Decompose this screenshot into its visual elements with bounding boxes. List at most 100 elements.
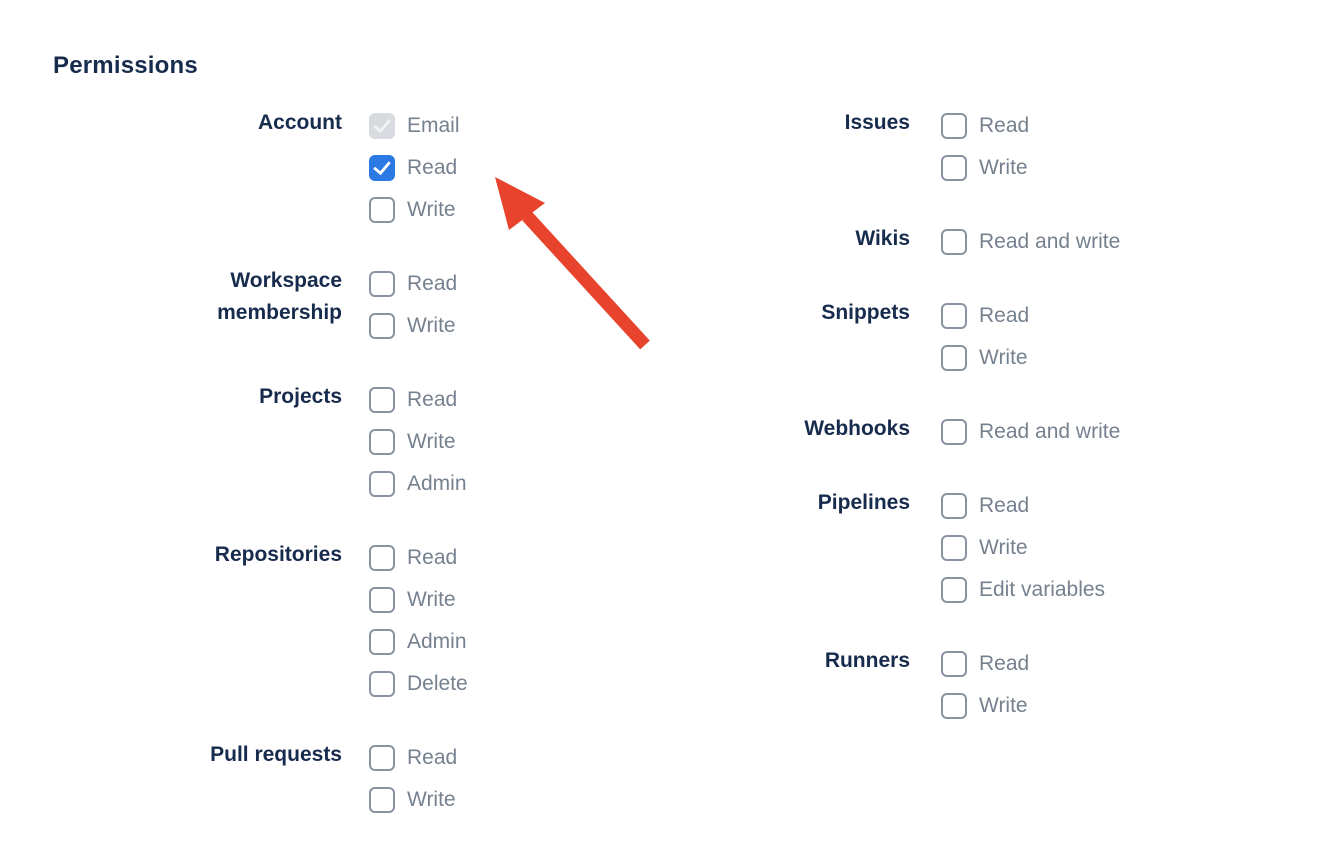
group-label-wikis: Wikis: [855, 227, 910, 250]
option-repositories-write[interactable]: Write: [369, 579, 468, 621]
group-label-pull-requests: Pull requests: [210, 743, 342, 766]
permission-group-pull-requests: Pull requests Read Write: [53, 737, 653, 821]
option-account-email: Email: [369, 105, 460, 147]
option-pipelines-write[interactable]: Write: [941, 527, 1105, 569]
checkbox-pipelines-read[interactable]: [941, 493, 967, 519]
option-label-repositories-delete: Delete: [407, 672, 468, 695]
option-label-webhooks-read-and-write: Read and write: [979, 420, 1121, 443]
checkbox-workspace-membership-read[interactable]: [369, 271, 395, 297]
checkbox-projects-write[interactable]: [369, 429, 395, 455]
option-workspace-membership-read[interactable]: Read: [369, 263, 457, 305]
group-label-issues: Issues: [844, 111, 910, 134]
permission-options: Read Write: [369, 737, 457, 821]
checkbox-wikis-read-and-write[interactable]: [941, 229, 967, 255]
option-account-write[interactable]: Write: [369, 189, 460, 231]
checkbox-issues-write[interactable]: [941, 155, 967, 181]
option-label-repositories-write: Write: [407, 588, 456, 611]
option-issues-read[interactable]: Read: [941, 105, 1029, 147]
option-label-workspace-membership-read: Read: [407, 272, 458, 295]
checkbox-pull-requests-read[interactable]: [369, 745, 395, 771]
permission-options: Read and write: [941, 221, 1120, 263]
option-label-projects-write: Write: [407, 430, 456, 453]
permissions-column-left: Account Email Read Write Workspace membe…: [53, 105, 653, 844]
group-label-repositories: Repositories: [214, 543, 342, 566]
group-label-snippets: Snippets: [821, 301, 910, 324]
option-label-runners-write: Write: [979, 694, 1028, 717]
option-label-projects-admin: Admin: [407, 472, 467, 495]
group-label-account: Account: [258, 111, 342, 134]
permission-options: Read and write: [941, 411, 1120, 453]
option-repositories-admin[interactable]: Admin: [369, 621, 468, 663]
option-snippets-write[interactable]: Write: [941, 337, 1029, 379]
permission-options: Email Read Write: [369, 105, 460, 231]
option-pull-requests-read[interactable]: Read: [369, 737, 457, 779]
checkbox-pipelines-edit-variables[interactable]: [941, 577, 967, 603]
permission-group-webhooks: Webhooks Read and write: [640, 411, 1200, 453]
checkbox-snippets-read[interactable]: [941, 303, 967, 329]
option-projects-write[interactable]: Write: [369, 421, 467, 463]
option-runners-read[interactable]: Read: [941, 643, 1029, 685]
option-account-read[interactable]: Read: [369, 147, 460, 189]
checkbox-snippets-write[interactable]: [941, 345, 967, 371]
option-label-snippets-write: Write: [979, 346, 1028, 369]
option-workspace-membership-write[interactable]: Write: [369, 305, 457, 347]
group-label-runners: Runners: [824, 649, 910, 672]
option-label-issues-read: Read: [979, 114, 1030, 137]
permission-options: Read Write Admin Delete: [369, 537, 468, 705]
option-webhooks-read-and-write[interactable]: Read and write: [941, 411, 1120, 453]
option-label-account-write: Write: [407, 198, 456, 221]
group-label-projects: Projects: [259, 385, 342, 408]
checkbox-account-email: [369, 113, 395, 139]
checkbox-repositories-delete[interactable]: [369, 671, 395, 697]
checkbox-projects-read[interactable]: [369, 387, 395, 413]
permission-options: Read Write: [941, 105, 1029, 189]
permission-group-issues: Issues Read Write: [640, 105, 1200, 189]
checkbox-repositories-read[interactable]: [369, 545, 395, 571]
checkbox-workspace-membership-write[interactable]: [369, 313, 395, 339]
permission-group-repositories: Repositories Read Write Admin Delete: [53, 537, 653, 705]
permission-options: Read Write: [369, 263, 457, 347]
option-runners-write[interactable]: Write: [941, 685, 1029, 727]
option-label-pull-requests-read: Read: [407, 746, 458, 769]
option-pipelines-read[interactable]: Read: [941, 485, 1105, 527]
option-label-repositories-read: Read: [407, 546, 458, 569]
group-label-webhooks: Webhooks: [804, 417, 910, 440]
option-wikis-read-and-write[interactable]: Read and write: [941, 221, 1120, 263]
option-label-runners-read: Read: [979, 652, 1030, 675]
checkbox-pull-requests-write[interactable]: [369, 787, 395, 813]
permission-group-runners: Runners Read Write: [640, 643, 1200, 727]
option-repositories-read[interactable]: Read: [369, 537, 468, 579]
permission-group-workspace-membership: Workspace membership Read Write: [53, 263, 653, 347]
checkbox-repositories-write[interactable]: [369, 587, 395, 613]
checkbox-repositories-admin[interactable]: [369, 629, 395, 655]
option-snippets-read[interactable]: Read: [941, 295, 1029, 337]
option-pull-requests-write[interactable]: Write: [369, 779, 457, 821]
option-label-pull-requests-write: Write: [407, 788, 456, 811]
checkbox-account-read[interactable]: [369, 155, 395, 181]
permissions-column-right: Issues Read Write Wikis Read and write S…: [640, 105, 1200, 759]
option-label-account-read: Read: [407, 156, 458, 179]
checkbox-pipelines-write[interactable]: [941, 535, 967, 561]
option-repositories-delete[interactable]: Delete: [369, 663, 468, 705]
checkbox-webhooks-read-and-write[interactable]: [941, 419, 967, 445]
checkbox-account-write[interactable]: [369, 197, 395, 223]
option-label-wikis-read-and-write: Read and write: [979, 230, 1121, 253]
option-issues-write[interactable]: Write: [941, 147, 1029, 189]
option-label-pipelines-edit-variables: Edit variables: [979, 578, 1106, 601]
checkbox-projects-admin[interactable]: [369, 471, 395, 497]
option-projects-read[interactable]: Read: [369, 379, 467, 421]
option-projects-admin[interactable]: Admin: [369, 463, 467, 505]
option-label-account-email: Email: [407, 114, 460, 137]
permission-options: Read Write Admin: [369, 379, 467, 505]
option-label-pipelines-read: Read: [979, 494, 1030, 517]
checkbox-runners-write[interactable]: [941, 693, 967, 719]
permission-group-pipelines: Pipelines Read Write Edit variables: [640, 485, 1200, 611]
checkbox-runners-read[interactable]: [941, 651, 967, 677]
checkbox-issues-read[interactable]: [941, 113, 967, 139]
option-label-pipelines-write: Write: [979, 536, 1028, 559]
option-pipelines-edit-variables[interactable]: Edit variables: [941, 569, 1105, 611]
permission-group-projects: Projects Read Write Admin: [53, 379, 653, 505]
permission-options: Read Write: [941, 295, 1029, 379]
option-label-repositories-admin: Admin: [407, 630, 467, 653]
